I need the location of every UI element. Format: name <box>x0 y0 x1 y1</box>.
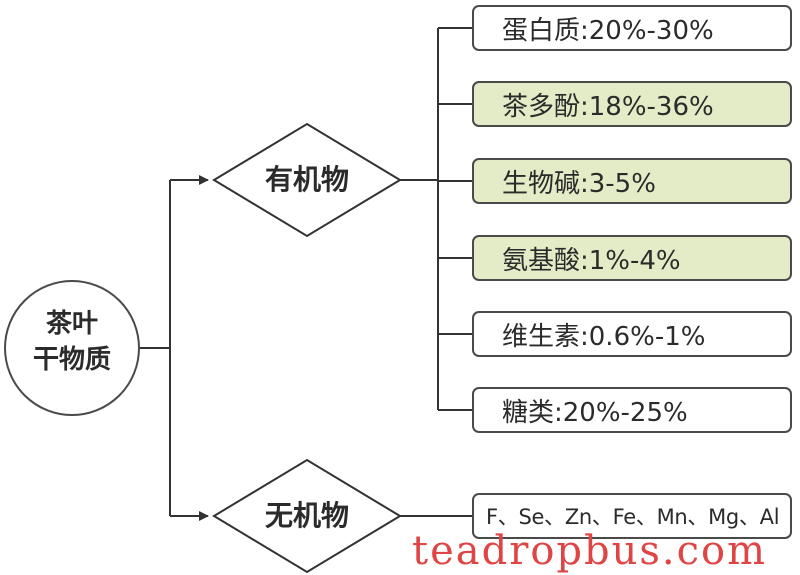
minerals-box: F、Se、Zn、Fe、Mn、Mg、Al <box>472 493 792 539</box>
alkaloids-box: 生物碱:3-5% <box>472 158 792 204</box>
organic-label: 有机物 <box>264 163 349 196</box>
root-node-label: 茶叶 干物质 <box>4 306 140 378</box>
root-label-line2: 干物质 <box>32 345 111 375</box>
amino-acids-box: 氨基酸:1%-4% <box>472 235 792 281</box>
connectors <box>140 27 472 521</box>
organic-diamond <box>212 122 402 238</box>
inorganic-diamond <box>212 458 402 574</box>
inorganic-label: 无机物 <box>264 499 349 532</box>
vitamins-box: 维生素:0.6%-1% <box>472 311 792 357</box>
protein-box: 蛋白质:20%-30% <box>472 5 792 51</box>
sugars-box: 糖类:20%-25% <box>472 387 792 433</box>
root-circle <box>4 280 140 416</box>
root-label-line1: 茶叶 <box>45 309 98 339</box>
tea-polyphenols-box: 茶多酚:18%-36% <box>472 81 792 127</box>
watermark-text: teadropbus.com <box>412 528 768 574</box>
